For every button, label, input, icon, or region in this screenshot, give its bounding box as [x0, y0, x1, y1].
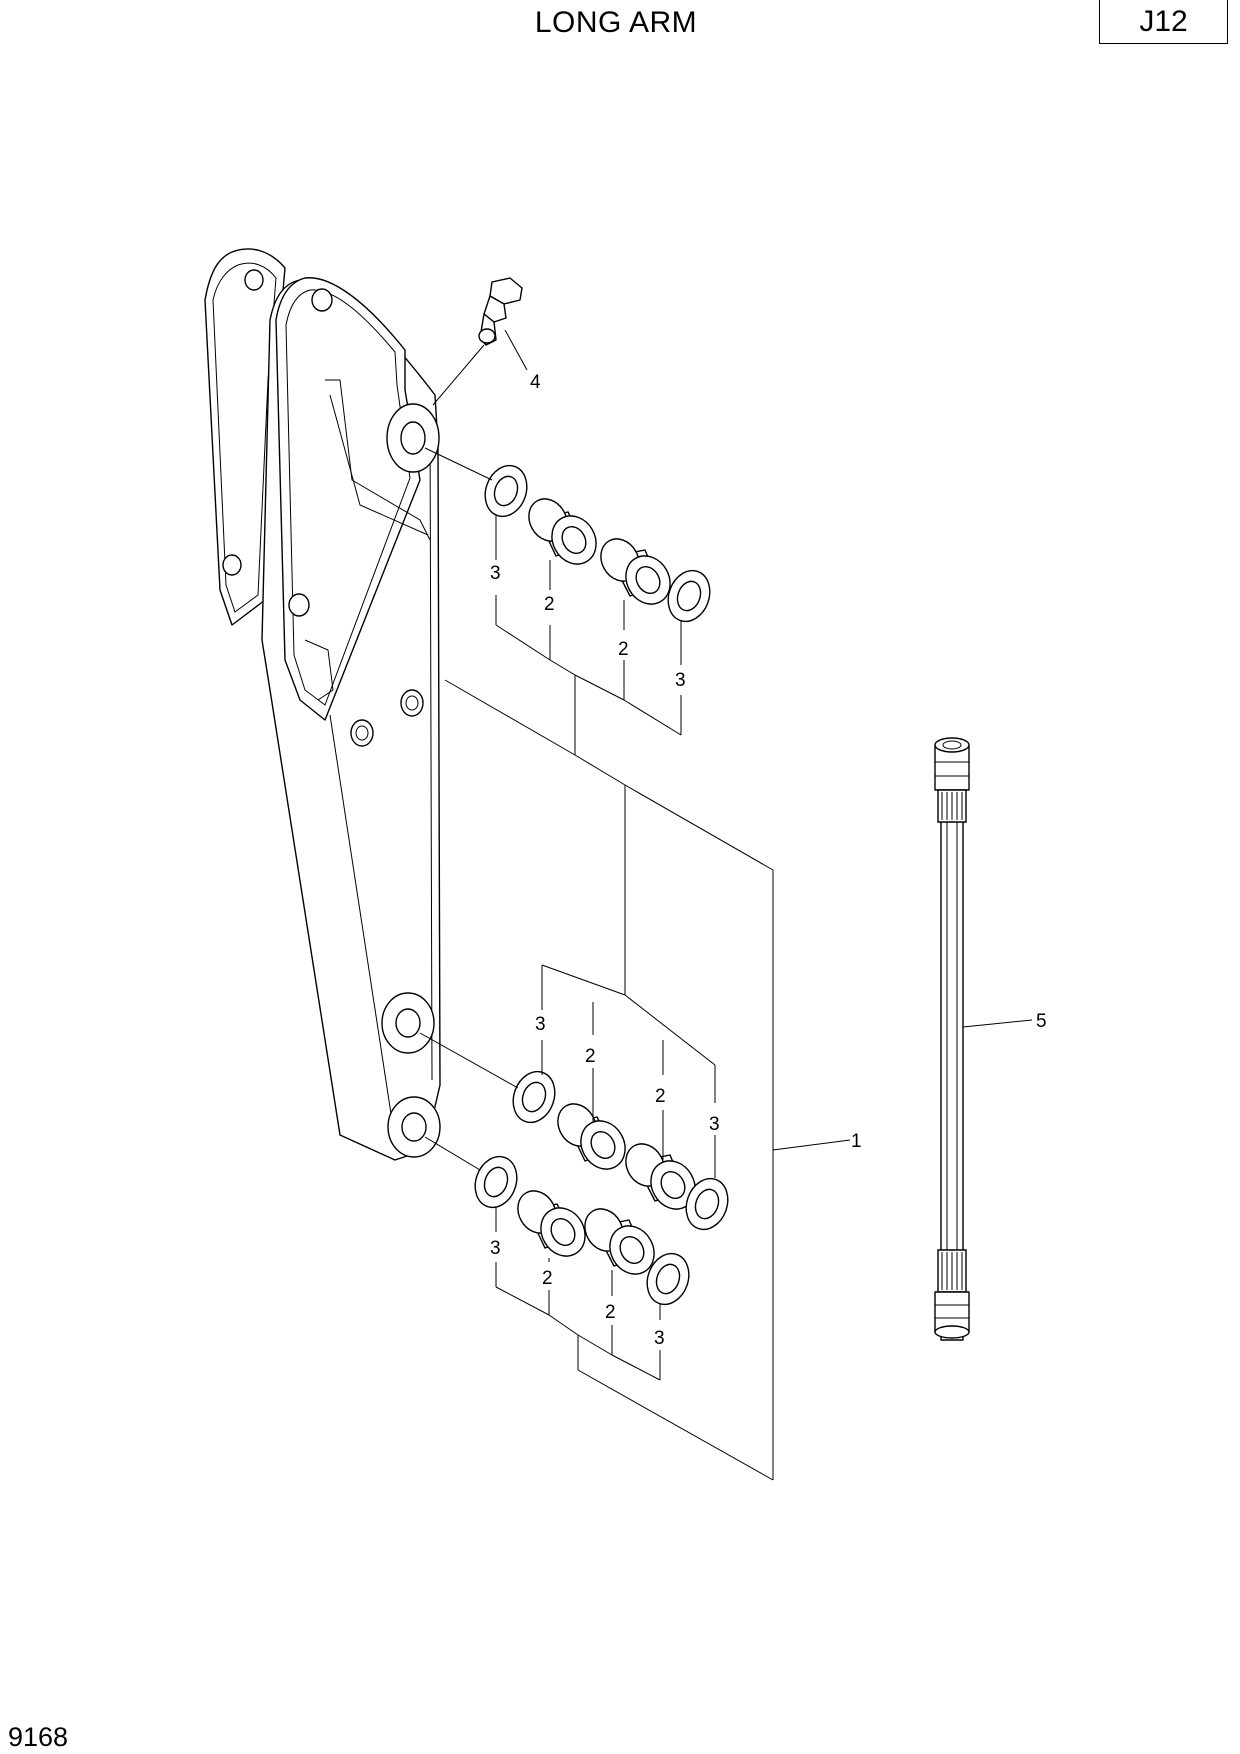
- page-title: LONG ARM: [0, 6, 1240, 40]
- callout-shim: 3: [675, 670, 686, 691]
- leader-lines: [419, 329, 1033, 1481]
- long-arm-part[interactable]: [204, 248, 441, 1161]
- callout-grease-nipple: 4: [530, 372, 541, 393]
- page-title-text: LONG ARM: [534, 6, 698, 39]
- middle-bushing-set[interactable]: [506, 1066, 734, 1236]
- pin-rod-part[interactable]: [934, 737, 970, 1341]
- callout-pin: 5: [1036, 1011, 1047, 1032]
- callout-shim: 3: [654, 1328, 665, 1349]
- grease-nipple-part[interactable]: [478, 277, 523, 346]
- callout-arm: 1: [851, 1131, 862, 1152]
- upper-bushing-set[interactable]: [478, 460, 716, 628]
- callout-bushing: 2: [542, 1268, 553, 1289]
- callout-bushing: 2: [618, 639, 629, 660]
- callout-bushing: 2: [605, 1302, 616, 1323]
- callout-bushing: 2: [655, 1086, 666, 1107]
- callout-bushing: 2: [544, 594, 555, 615]
- callout-shim: 3: [535, 1014, 546, 1035]
- document-number: 9168: [8, 1722, 69, 1752]
- page-code-box: J12: [1099, 0, 1228, 44]
- callout-bushing: 2: [585, 1046, 596, 1067]
- callout-shim: 3: [490, 1238, 501, 1259]
- callout-numbers: 4 3 2 2 3 3 2 2 3 1 5 3 2 2 3: [490, 372, 1047, 1349]
- callout-shim: 3: [709, 1114, 720, 1135]
- lower-bushing-set[interactable]: [468, 1151, 695, 1311]
- callout-shim: 3: [490, 563, 501, 584]
